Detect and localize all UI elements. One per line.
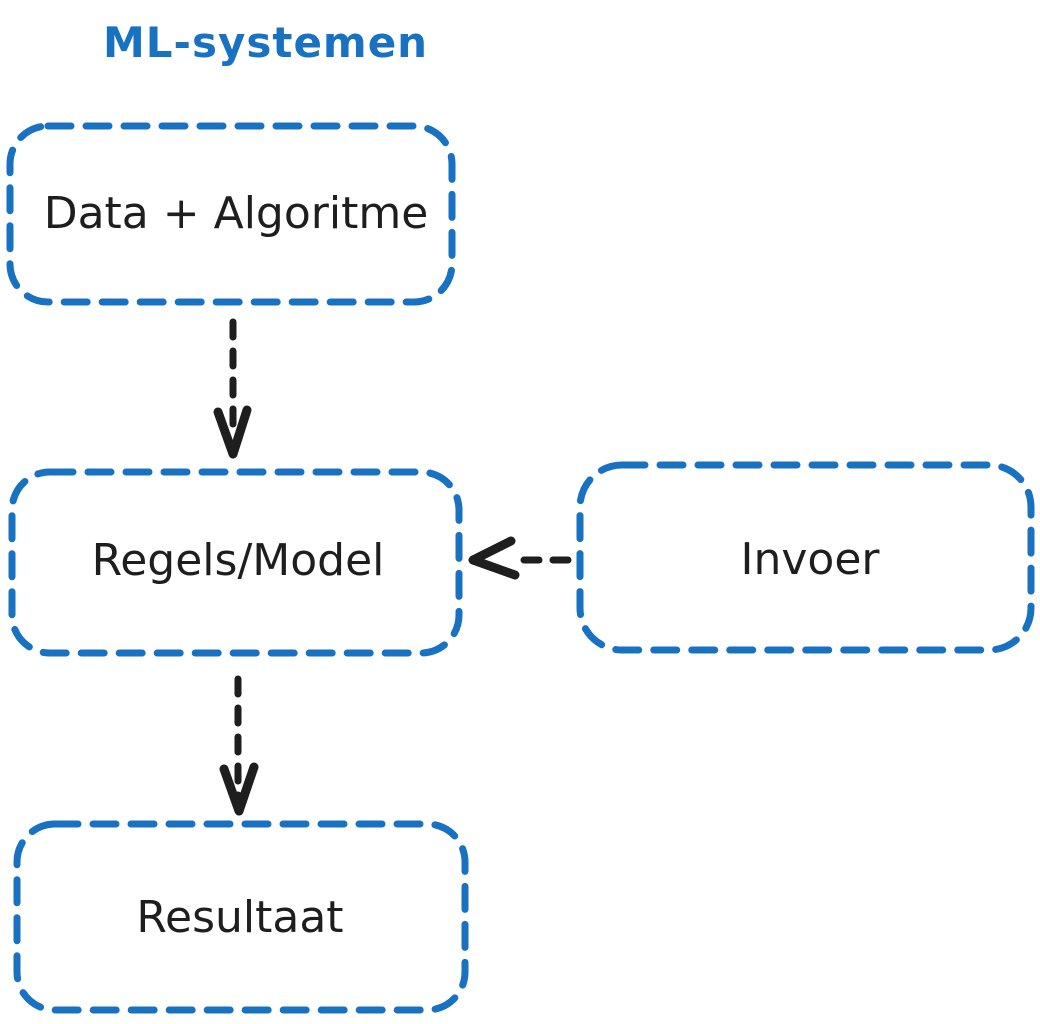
edge-invoer-to-model [468, 536, 572, 580]
node-label-regels-model: Regels/Model [92, 535, 385, 586]
diagram-title: ML-systemen [103, 18, 428, 67]
node-data-algoritme: Data + Algoritme [6, 122, 456, 306]
node-box-invoer [576, 461, 1035, 654]
node-box-regels-model [8, 468, 463, 657]
node-invoer: Invoer [576, 461, 1035, 654]
arrowhead-down-icon [219, 762, 259, 816]
arrowhead-left-icon [468, 536, 520, 580]
arrowhead-down-icon [213, 405, 252, 459]
node-box-resultaat [13, 820, 469, 1014]
node-regels-model: Regels/Model [8, 468, 463, 657]
edge-model-to-resultaat [219, 675, 259, 816]
node-resultaat: Resultaat [13, 820, 469, 1014]
node-box-data-algoritme [6, 122, 456, 306]
node-label-invoer: Invoer [741, 534, 881, 585]
edge-data-to-model [213, 318, 252, 459]
node-label-data-algoritme: Data + Algoritme [44, 188, 429, 239]
node-label-resultaat: Resultaat [136, 892, 343, 943]
